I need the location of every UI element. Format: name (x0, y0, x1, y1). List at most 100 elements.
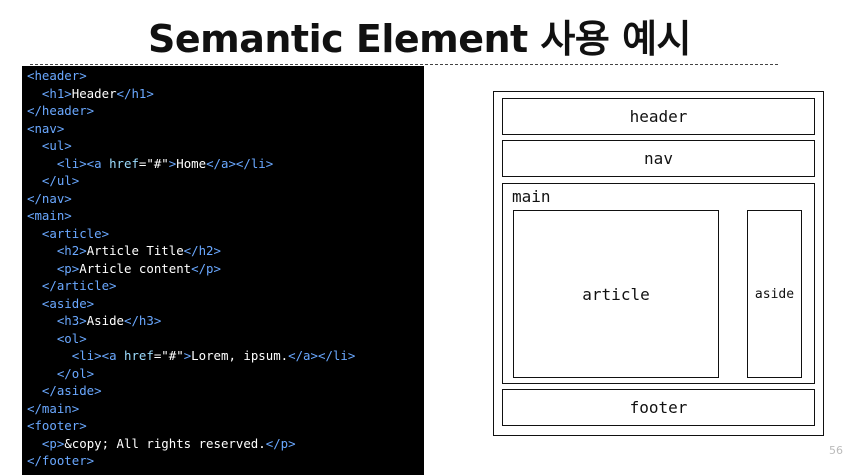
code-token: > (183, 348, 192, 363)
code-line: </ol> (22, 365, 424, 383)
code-token: </main> (27, 400, 80, 416)
title-divider (30, 64, 778, 65)
diagram-nav-label: nav (644, 149, 673, 168)
code-line: <header> (22, 67, 424, 85)
diagram-main-label: main (512, 187, 551, 206)
code-line: <li><a href="#">Home</a></li> (22, 155, 424, 173)
code-token: Home (176, 155, 207, 171)
code-line: <article> (22, 225, 424, 243)
code-line: <li><a href="#">Lorem, ipsum.</a></li> (22, 347, 424, 365)
code-token: <ul> (41, 138, 72, 153)
code-token: <li><a (56, 155, 110, 171)
code-token: Article Title (86, 243, 184, 258)
code-token: </header> (27, 103, 95, 118)
code-line: <h3>Aside</h3> (22, 312, 424, 330)
code-token: <p> (56, 260, 80, 276)
code-line: </main> (22, 400, 424, 418)
code-token: </a></li> (206, 155, 274, 171)
diagram-footer-box: footer (502, 389, 815, 426)
code-line: <footer> (22, 417, 424, 435)
code-token: Header (71, 85, 117, 101)
code-line: </ul> (22, 172, 424, 190)
code-token (27, 86, 42, 101)
code-token: &copy; All rights reserved. (64, 435, 266, 451)
code-token (27, 226, 42, 241)
code-line: </header> (22, 102, 424, 120)
code-token: href (123, 348, 154, 363)
code-line: </footer> (22, 452, 424, 470)
code-line: <ul> (22, 137, 424, 155)
code-token: Lorem, ipsum. (191, 348, 289, 363)
code-line: <p>Article content</p> (22, 260, 424, 278)
code-line: <nav> (22, 120, 424, 138)
diagram-header-label: header (629, 107, 688, 126)
code-token: <main> (27, 208, 72, 223)
code-token: <h2> (56, 243, 87, 258)
diagram-main-box: main article aside (502, 183, 815, 384)
code-token: </p> (265, 435, 296, 451)
diagram-aside-box: aside (747, 210, 802, 378)
code-token: <h3> (56, 313, 87, 328)
code-token (27, 366, 57, 381)
code-token: </ul> (41, 173, 80, 188)
code-token: <nav> (27, 120, 65, 136)
code-token (27, 331, 57, 346)
code-line: <h1>Header</h1> (22, 85, 424, 103)
code-token: <p> (41, 435, 65, 451)
code-token (27, 173, 42, 188)
code-token (27, 156, 57, 171)
page-number: 56 (829, 444, 843, 457)
code-line: <main> (22, 207, 424, 225)
code-token: <ol> (56, 330, 87, 346)
code-token: Aside (86, 313, 124, 328)
code-token: <li><a (71, 348, 124, 363)
code-token: <h1> (41, 85, 72, 101)
code-token: <footer> (27, 418, 87, 433)
diagram-article-label: article (582, 284, 650, 304)
code-line: </nav> (22, 190, 424, 208)
code-line: <p>&copy; All rights reserved.</p> (22, 435, 424, 453)
diagram-header-box: header (502, 98, 815, 135)
code-token (27, 243, 57, 258)
code-token: </a></li> (288, 348, 356, 363)
code-line: <aside> (22, 295, 424, 313)
code-token (27, 436, 42, 451)
code-token: </aside> (41, 383, 102, 398)
code-token: > (168, 155, 177, 171)
code-line: <ol> (22, 330, 424, 348)
code-token (27, 138, 42, 153)
code-token: </h1> (116, 85, 154, 101)
code-token (27, 313, 57, 328)
diagram-nav-box: nav (502, 140, 815, 177)
code-token: = (138, 155, 147, 171)
layout-diagram: header nav main article aside footer (493, 91, 824, 436)
slide-title: Semantic Element 사용 예시 (147, 17, 692, 61)
code-token: </h3> (124, 313, 162, 328)
code-token (27, 296, 42, 311)
code-token: </footer> (27, 453, 95, 468)
code-token: <header> (27, 68, 87, 83)
code-token: </h2> (183, 243, 221, 258)
code-token: href (109, 155, 139, 171)
code-token: "#" (161, 348, 184, 363)
code-token: </article> (41, 278, 117, 293)
code-token (27, 261, 57, 276)
diagram-footer-label: footer (629, 398, 688, 417)
code-token: "#" (146, 155, 169, 171)
code-token: </nav> (27, 190, 72, 206)
code-token: = (153, 348, 162, 363)
code-line: <h2>Article Title</h2> (22, 242, 424, 260)
diagram-article-box: article (513, 210, 719, 378)
code-token (27, 278, 42, 293)
code-line: </article> (22, 277, 424, 295)
code-token: <article> (41, 225, 110, 241)
code-token: <aside> (41, 295, 95, 311)
code-line: </aside> (22, 382, 424, 400)
code-block: <header> <h1>Header</h1></header><nav> <… (22, 66, 424, 475)
code-token (27, 348, 72, 363)
code-token: Article content (79, 260, 192, 276)
diagram-aside-label: aside (754, 286, 795, 302)
code-token: </p> (191, 260, 221, 276)
code-token: </ol> (56, 365, 95, 381)
code-token (27, 383, 42, 398)
